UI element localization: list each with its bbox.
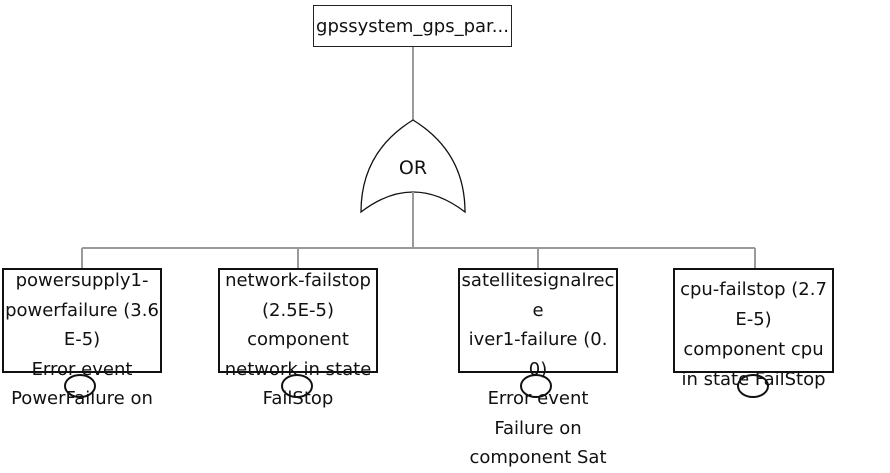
basic-event-network-text: network-failstop (2.5E-5) component netw… <box>224 270 372 409</box>
top-event-label: gpssystem_gps_par... <box>316 15 509 37</box>
basic-event-satellite[interactable]: satellitesignalrece iver1-failure (0.0) … <box>458 268 618 468</box>
or-gate-label: OR <box>398 157 428 179</box>
fault-tree-diagram <box>81 47 756 268</box>
basic-event-satellite-text: satellitesignalrece iver1-failure (0.0) … <box>461 270 615 468</box>
or-gate-shape <box>360 119 466 214</box>
basic-event-cpu-text: cpu-failstop (2.7 E-5) component cpu in … <box>680 279 827 390</box>
basic-event-powersupply1[interactable]: powersupply1- powerfailure (3.6 E-5) Err… <box>2 268 162 409</box>
basic-event-cpu[interactable]: cpu-failstop (2.7 E-5) component cpu in … <box>673 268 834 390</box>
basic-event-network[interactable]: network-failstop (2.5E-5) component netw… <box>218 268 378 409</box>
basic-event-powersupply1-text: powersupply1- powerfailure (3.6 E-5) Err… <box>5 270 159 409</box>
top-event-box[interactable]: gpssystem_gps_par... <box>313 5 512 47</box>
